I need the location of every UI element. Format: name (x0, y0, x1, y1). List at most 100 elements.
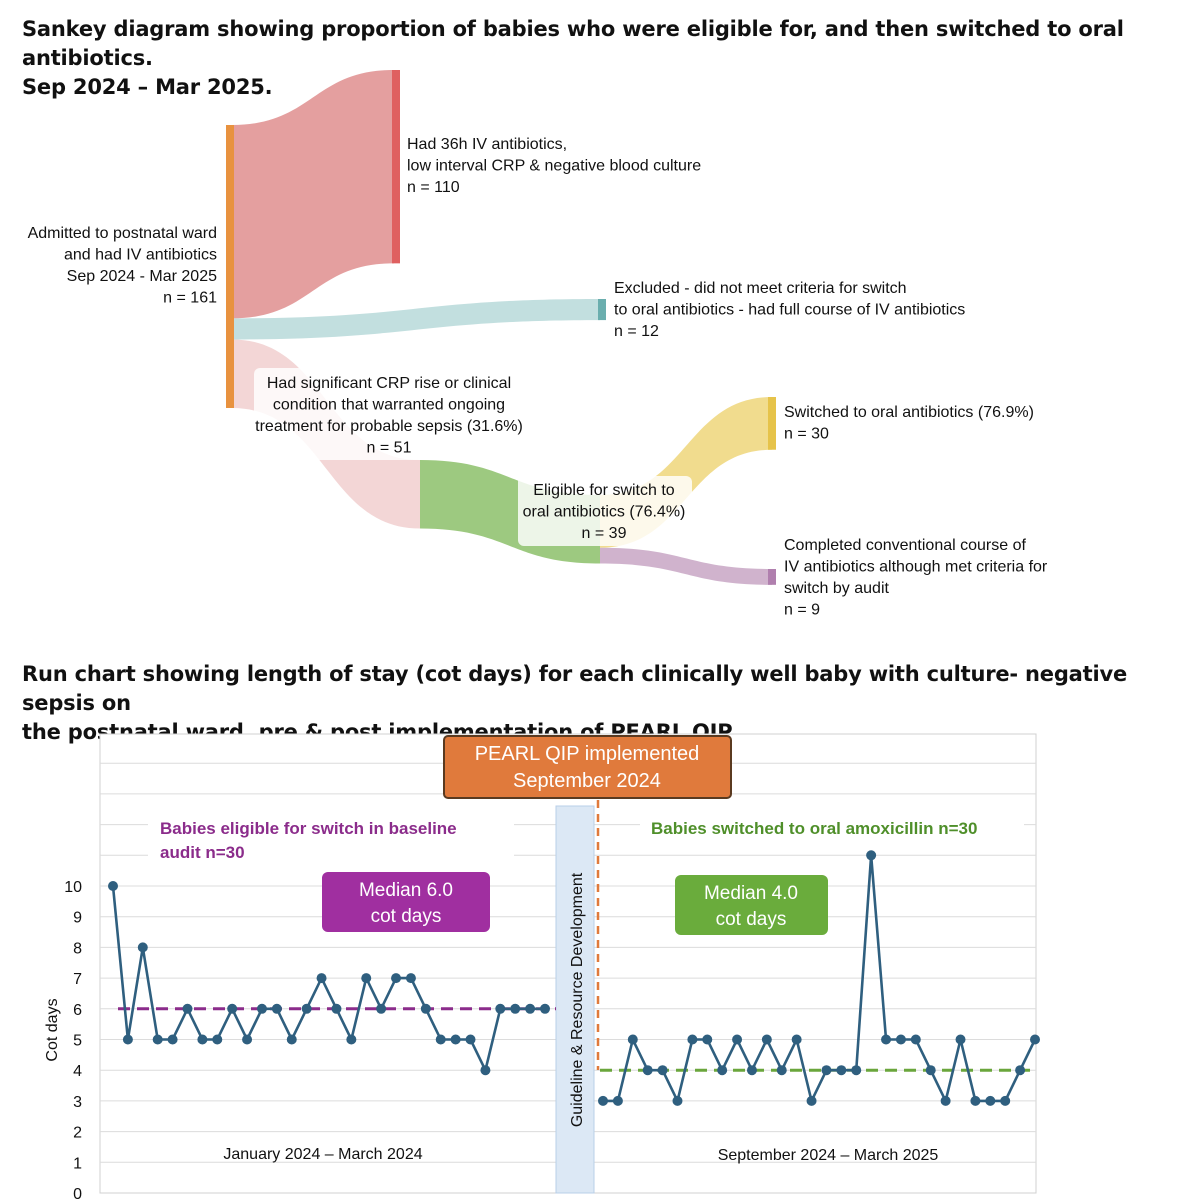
baseline-point (182, 1003, 193, 1014)
baseline-point (271, 1003, 282, 1014)
post-point (940, 1095, 951, 1106)
implemented-box (443, 735, 732, 799)
node-bar-had36h (392, 70, 400, 264)
baseline-point (346, 1034, 357, 1045)
run-chart-title: Run chart showing length of stay (cot da… (22, 660, 1172, 747)
post-point (851, 1065, 862, 1076)
post-point (672, 1095, 683, 1106)
post-median-box (675, 875, 828, 935)
baseline-point (167, 1034, 178, 1045)
y-tick-label: 3 (73, 1094, 82, 1111)
y-axis-label: Cot days (44, 998, 61, 1061)
y-tick-label: 8 (73, 940, 82, 957)
baseline-point (420, 1003, 431, 1014)
sankey-title-line2: Sep 2024 – Mar 2025. (22, 75, 273, 99)
baseline-point (212, 1034, 223, 1045)
baseline-line (111, 885, 545, 1075)
post-point (657, 1065, 668, 1076)
post-point (806, 1095, 817, 1106)
baseline-point (450, 1034, 461, 1045)
post-point (776, 1065, 787, 1076)
y-tick-label: 7 (73, 971, 82, 988)
run-chart-title-line1: Run chart showing length of stay (cot da… (22, 662, 1127, 715)
y-tick-label: 5 (73, 1033, 82, 1050)
implemented-label-line2: September 2024 (513, 770, 661, 792)
node-bar-switched (768, 397, 776, 450)
baseline-period-label: January 2024 – March 2024 (223, 1146, 422, 1163)
node-bar-excluded (598, 299, 606, 321)
baseline-point (525, 1003, 536, 1014)
baseline-point (361, 973, 372, 984)
label-bg-eligible (518, 476, 692, 546)
post-point (836, 1065, 847, 1076)
post-point (866, 850, 877, 861)
label-bg-significant (254, 368, 530, 460)
baseline-point (331, 1003, 342, 1014)
baseline-median-line1: Median 6.0 (359, 880, 453, 901)
flow-eligible-completed (600, 547, 772, 585)
baseline-point (376, 1003, 387, 1014)
node-label-switched: Switched to oral antibiotics (76.9%)n = … (784, 404, 1034, 443)
y-tick-label: 1 (73, 1155, 82, 1172)
baseline-point (391, 973, 402, 984)
post-point (970, 1095, 981, 1106)
post-point (642, 1065, 653, 1076)
y-tick-label: 10 (64, 879, 82, 896)
baseline-median-box (322, 872, 490, 932)
flow-significant-excluded (232, 299, 600, 340)
post-point (746, 1065, 757, 1076)
post-point (598, 1095, 608, 1106)
post-point (1030, 1034, 1040, 1045)
baseline-point (301, 1003, 312, 1014)
baseline-point (242, 1034, 253, 1045)
post-line (603, 855, 1037, 1105)
baseline-point (510, 1003, 521, 1014)
post-point (1015, 1065, 1026, 1076)
post-point (955, 1034, 966, 1045)
post-median-line1: Median 4.0 (704, 883, 798, 904)
baseline-point (316, 973, 327, 984)
post-median-line2: cot days (716, 909, 787, 930)
baseline-point (122, 1034, 133, 1045)
post-point (717, 1065, 728, 1076)
baseline-point (197, 1034, 208, 1045)
post-point (985, 1095, 996, 1106)
baseline-series-label-line2: audit n=30 (160, 843, 245, 862)
baseline-point (465, 1034, 476, 1045)
baseline-point (540, 1003, 550, 1014)
implemented-label-line1: PEARL QIP implemented (475, 743, 700, 765)
y-tick-label: 9 (73, 910, 82, 927)
post-point (925, 1065, 936, 1076)
post-point (791, 1034, 802, 1045)
baseline-point (286, 1034, 297, 1045)
post-period-label: September 2024 – March 2025 (718, 1147, 939, 1164)
post-point (732, 1034, 743, 1045)
y-tick-label: 4 (73, 1063, 82, 1080)
baseline-median-line2: cot days (371, 906, 442, 927)
post-point (895, 1034, 906, 1045)
switched-series-label: Babies switched to oral amoxicillin n=30 (651, 819, 977, 838)
node-bar-completed (768, 569, 776, 585)
post-point (687, 1034, 698, 1045)
post-point (702, 1034, 713, 1045)
node-label-had36h: Had 36h IV antibiotics,low interval CRP … (407, 136, 701, 196)
baseline-point (137, 942, 148, 953)
baseline-point (256, 1003, 267, 1014)
post-point (627, 1034, 638, 1045)
node-bar-admitted (226, 125, 234, 408)
switched-label-bg (640, 815, 1024, 843)
baseline-point (495, 1003, 506, 1014)
node-label-excluded: Excluded - did not meet criteria for swi… (614, 280, 965, 340)
post-point (881, 1034, 892, 1045)
baseline-point (227, 1003, 238, 1014)
sankey-title: Sankey diagram showing proportion of bab… (22, 15, 1172, 102)
y-tick-label: 2 (73, 1125, 82, 1142)
baseline-label-bg (148, 812, 514, 864)
baseline-point (108, 881, 118, 891)
